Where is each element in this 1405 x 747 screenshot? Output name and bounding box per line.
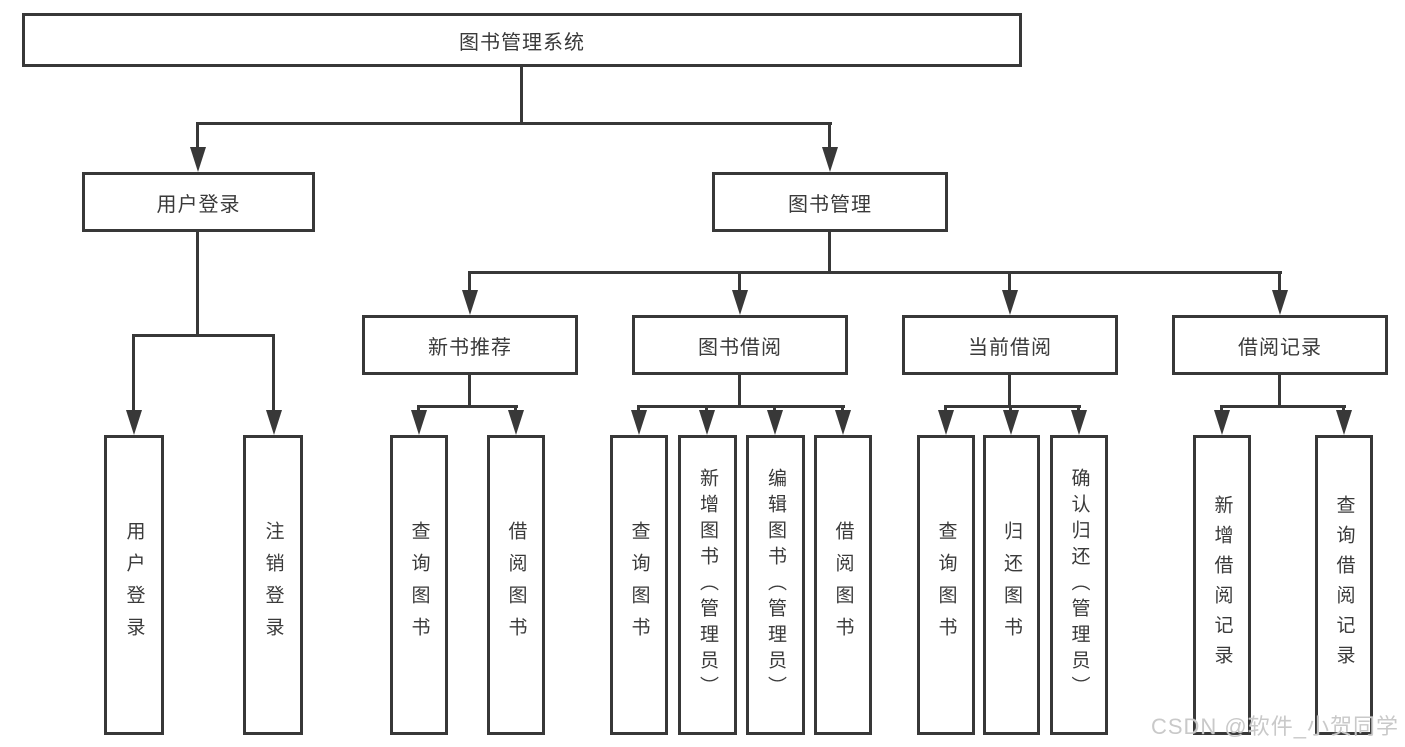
- connector-book-borrow-hbar: [637, 405, 845, 408]
- node-new-books: 新书推荐: [362, 315, 578, 375]
- connector-current-borrow-hbar: [944, 405, 1081, 408]
- leaf-cb-return-books: 归还图书: [983, 435, 1040, 735]
- node-current-borrow-label: 当前借阅: [968, 336, 1052, 359]
- leaf-br-query-record-label: 查询借阅记录: [1333, 495, 1355, 675]
- connector-root-hbar: [196, 122, 832, 125]
- connector-borrow-records-hbar: [1220, 405, 1346, 408]
- leaf-bb-query-books: 查询图书: [610, 435, 668, 735]
- arrow-to-cb-query: [938, 410, 954, 435]
- connector-book-mgmt-stem: [828, 232, 831, 274]
- leaf-cb-return-books-label: 归还图书: [1001, 521, 1022, 649]
- leaf-br-add-record-label: 新增借阅记录: [1211, 495, 1233, 675]
- leaf-br-query-record: 查询借阅记录: [1315, 435, 1373, 735]
- leaf-logout: 注销登录: [243, 435, 303, 735]
- connector-user-login-stem: [196, 232, 199, 337]
- connector-drop-book-mgmt: [828, 122, 831, 152]
- leaf-logout-label: 注销登录: [262, 521, 284, 649]
- node-book-borrow: 图书借阅: [632, 315, 848, 375]
- leaf-bb-edit-books-admin: 编辑图书（管理员）: [746, 435, 805, 735]
- leaf-br-add-record: 新增借阅记录: [1193, 435, 1251, 735]
- connector-new-books-stem: [468, 375, 471, 408]
- leaf-bb-edit-books-admin-label: 编辑图书（管理员）: [765, 468, 786, 702]
- node-book-borrow-label: 图书借阅: [698, 336, 782, 359]
- node-user-login-label: 用户登录: [156, 193, 241, 216]
- arrow-to-nb-query: [411, 410, 427, 435]
- connector-current-borrow-stem: [1008, 375, 1011, 408]
- arrow-to-book-mgmt: [822, 147, 838, 172]
- node-current-borrow: 当前借阅: [902, 315, 1118, 375]
- arrow-to-leaf-user-login: [126, 410, 142, 435]
- arrow-to-book-borrow: [732, 290, 748, 315]
- leaf-cb-query-books: 查询图书: [917, 435, 975, 735]
- connector-drop-new-books: [468, 271, 471, 293]
- arrow-to-nb-borrow: [508, 410, 524, 435]
- node-book-mgmt-label: 图书管理: [788, 193, 872, 216]
- arrow-to-bb-query: [631, 410, 647, 435]
- connector-drop-leaf-logout: [272, 334, 275, 414]
- connector-drop-book-borrow: [738, 271, 741, 293]
- arrow-to-leaf-logout: [266, 410, 282, 435]
- arrow-to-bb-edit: [767, 410, 783, 435]
- node-user-login: 用户登录: [82, 172, 315, 232]
- leaf-cb-query-books-label: 查询图书: [935, 521, 957, 649]
- leaf-nb-query-books: 查询图书: [390, 435, 448, 735]
- leaf-bb-add-books-admin: 新增图书（管理员）: [678, 435, 737, 735]
- leaf-cb-confirm-return-admin: 确认归还（管理员）: [1050, 435, 1108, 735]
- connector-drop-borrow-records: [1278, 271, 1281, 293]
- connector-user-login-hbar: [132, 334, 275, 337]
- connector-book-mgmt-hbar: [468, 271, 1282, 274]
- connector-new-books-hbar: [417, 405, 518, 408]
- arrow-to-new-books: [462, 290, 478, 315]
- leaf-user-login: 用户登录: [104, 435, 164, 735]
- node-book-mgmt: 图书管理: [712, 172, 948, 232]
- arrow-to-bb-add: [699, 410, 715, 435]
- leaf-cb-confirm-return-admin-label: 确认归还（管理员）: [1068, 468, 1090, 702]
- leaf-nb-borrow-books: 借阅图书: [487, 435, 545, 735]
- node-new-books-label: 新书推荐: [428, 336, 512, 359]
- leaf-bb-borrow-books: 借阅图书: [814, 435, 872, 735]
- leaf-bb-add-books-admin-label: 新增图书（管理员）: [697, 468, 718, 702]
- arrow-to-cb-confirm: [1071, 410, 1087, 435]
- node-borrow-records-label: 借阅记录: [1238, 336, 1322, 359]
- leaf-nb-borrow-books-label: 借阅图书: [505, 521, 527, 649]
- arrow-to-br-query: [1336, 410, 1352, 435]
- arrow-to-br-add: [1214, 410, 1230, 435]
- connector-root-stem: [520, 67, 523, 122]
- node-borrow-records: 借阅记录: [1172, 315, 1388, 375]
- arrow-to-borrow-records: [1272, 290, 1288, 315]
- arrow-to-user-login: [190, 147, 206, 172]
- arrow-to-bb-borrow: [835, 410, 851, 435]
- leaf-nb-query-books-label: 查询图书: [408, 521, 430, 649]
- connector-drop-user-login: [196, 122, 199, 152]
- connector-drop-current-borrow: [1008, 271, 1011, 293]
- leaf-bb-query-books-label: 查询图书: [628, 521, 650, 649]
- node-library-system: 图书管理系统: [22, 13, 1022, 67]
- leaf-bb-borrow-books-label: 借阅图书: [832, 521, 854, 649]
- node-library-system-label: 图书管理系统: [459, 31, 585, 54]
- arrow-to-cb-return: [1003, 410, 1019, 435]
- connector-book-borrow-stem: [738, 375, 741, 408]
- csdn-watermark: CSDN @软件_小贺同学: [1150, 714, 1399, 739]
- leaf-user-login-label: 用户登录: [123, 521, 145, 649]
- connector-borrow-records-stem: [1278, 375, 1281, 408]
- arrow-to-current-borrow: [1002, 290, 1018, 315]
- connector-drop-leaf-user-login: [132, 334, 135, 414]
